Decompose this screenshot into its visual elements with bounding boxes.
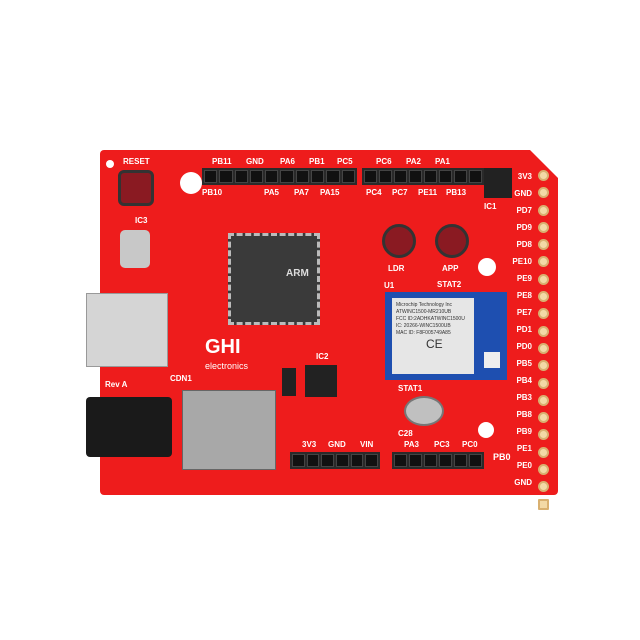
module-text: ATWINC1500-MR210UB bbox=[396, 309, 452, 315]
bottom-header-left bbox=[290, 452, 380, 469]
pin-label: PD8 bbox=[516, 240, 532, 249]
pin-label: PB11 bbox=[212, 157, 232, 166]
sd-card-slot bbox=[182, 390, 276, 470]
pin-label: PA2 bbox=[406, 157, 421, 166]
right-pin-header bbox=[538, 170, 552, 516]
pin-label: 3V3 bbox=[302, 440, 317, 449]
pin-label: GND bbox=[328, 440, 346, 449]
stat2-label: STAT2 bbox=[437, 280, 462, 289]
module-text: Microchip Technology Inc bbox=[396, 302, 453, 308]
app-button[interactable] bbox=[435, 224, 469, 258]
module-text: IC: 20266-WINC1500UB bbox=[396, 323, 451, 329]
pin-label: PD0 bbox=[516, 342, 532, 351]
pin-label: PA7 bbox=[294, 188, 309, 197]
pin-label: PB9 bbox=[516, 427, 532, 436]
ic3-label: IC3 bbox=[135, 216, 148, 225]
ldr-label: LDR bbox=[388, 264, 405, 273]
pin-label: PB5 bbox=[516, 359, 532, 368]
ic1-chip bbox=[484, 168, 512, 198]
ic1-label: IC1 bbox=[484, 202, 497, 211]
usb-a-connector bbox=[86, 293, 168, 367]
wifi-module-shield: Microchip Technology Inc ATWINC1500-MR21… bbox=[392, 298, 474, 374]
diode bbox=[282, 368, 296, 396]
pin-label: PA15 bbox=[320, 188, 340, 197]
pin-label: PD1 bbox=[516, 325, 532, 334]
pin-label: PB3 bbox=[516, 393, 532, 402]
pin-label: PC6 bbox=[376, 157, 392, 166]
pin-label: PC7 bbox=[392, 188, 408, 197]
coin-cell bbox=[404, 396, 444, 426]
module-text: MAC ID: F8F005749A85 bbox=[396, 330, 451, 336]
pin-label: PE9 bbox=[516, 274, 532, 283]
ce-mark: CE bbox=[426, 337, 443, 351]
top-header-right bbox=[362, 168, 484, 185]
pin-label: 5V bbox=[522, 495, 532, 504]
ldr-button[interactable] bbox=[382, 224, 416, 258]
u1-label: U1 bbox=[384, 281, 395, 290]
c28-label: C28 bbox=[398, 429, 413, 438]
pin-label: PC4 bbox=[366, 188, 382, 197]
pin-label: 3V3 bbox=[517, 172, 532, 181]
module-text: FCC ID:2ADHKATWINC1500U bbox=[396, 316, 465, 322]
brand-logo-sub: electronics bbox=[205, 361, 249, 371]
pin-label: PB10 bbox=[202, 188, 223, 197]
ic2-label: IC2 bbox=[316, 352, 329, 361]
pin-label: PE7 bbox=[516, 308, 532, 317]
pin-label: GND bbox=[246, 157, 264, 166]
pin-label: PB4 bbox=[516, 376, 532, 385]
pin-label: PA1 bbox=[435, 157, 450, 166]
pin-label: PB13 bbox=[446, 188, 467, 197]
pin-label: GND bbox=[514, 478, 532, 487]
pin-label: PA6 bbox=[280, 157, 295, 166]
mcu-chip bbox=[228, 233, 320, 325]
ic2-chip bbox=[305, 365, 337, 397]
pin-label: PD9 bbox=[516, 223, 532, 232]
app-label: APP bbox=[442, 264, 459, 273]
pin-label: PD7 bbox=[516, 206, 532, 215]
pin-label: VIN bbox=[360, 440, 374, 449]
mount-hole bbox=[106, 160, 114, 168]
usb-c-connector bbox=[120, 230, 150, 268]
stat1-label: STAT1 bbox=[398, 384, 423, 393]
pin-label: GND bbox=[514, 189, 532, 198]
pin-label: PB1 bbox=[309, 157, 325, 166]
pin-label: PE11 bbox=[418, 188, 438, 197]
reset-button[interactable] bbox=[118, 170, 154, 206]
pin-label: PE10 bbox=[512, 257, 532, 266]
top-header-left bbox=[202, 168, 357, 185]
revision-label: Rev A bbox=[105, 380, 128, 389]
reset-label: RESET bbox=[123, 157, 150, 166]
pin-label: PE0 bbox=[516, 461, 532, 470]
arm-logo: ARM bbox=[286, 268, 309, 279]
pin-label: PA5 bbox=[264, 188, 279, 197]
pin-label: PC3 bbox=[434, 440, 450, 449]
pin-label: PC0 bbox=[462, 440, 478, 449]
pin-label: PB8 bbox=[516, 410, 532, 419]
dc-power-jack bbox=[86, 397, 172, 457]
pin-label: PC5 bbox=[337, 157, 353, 166]
pin-label: PE1 bbox=[516, 444, 532, 453]
bottom-header-right bbox=[392, 452, 484, 469]
cdn-label: CDN1 bbox=[170, 374, 192, 383]
mount-hole bbox=[478, 422, 494, 438]
pb0-label: PB0 bbox=[493, 452, 511, 462]
pin-label: PA3 bbox=[404, 440, 419, 449]
antenna-connector bbox=[484, 352, 500, 368]
mount-hole bbox=[180, 172, 202, 194]
mount-hole bbox=[478, 258, 496, 276]
pin-label: PE8 bbox=[516, 291, 532, 300]
brand-logo: GHI bbox=[205, 336, 241, 358]
